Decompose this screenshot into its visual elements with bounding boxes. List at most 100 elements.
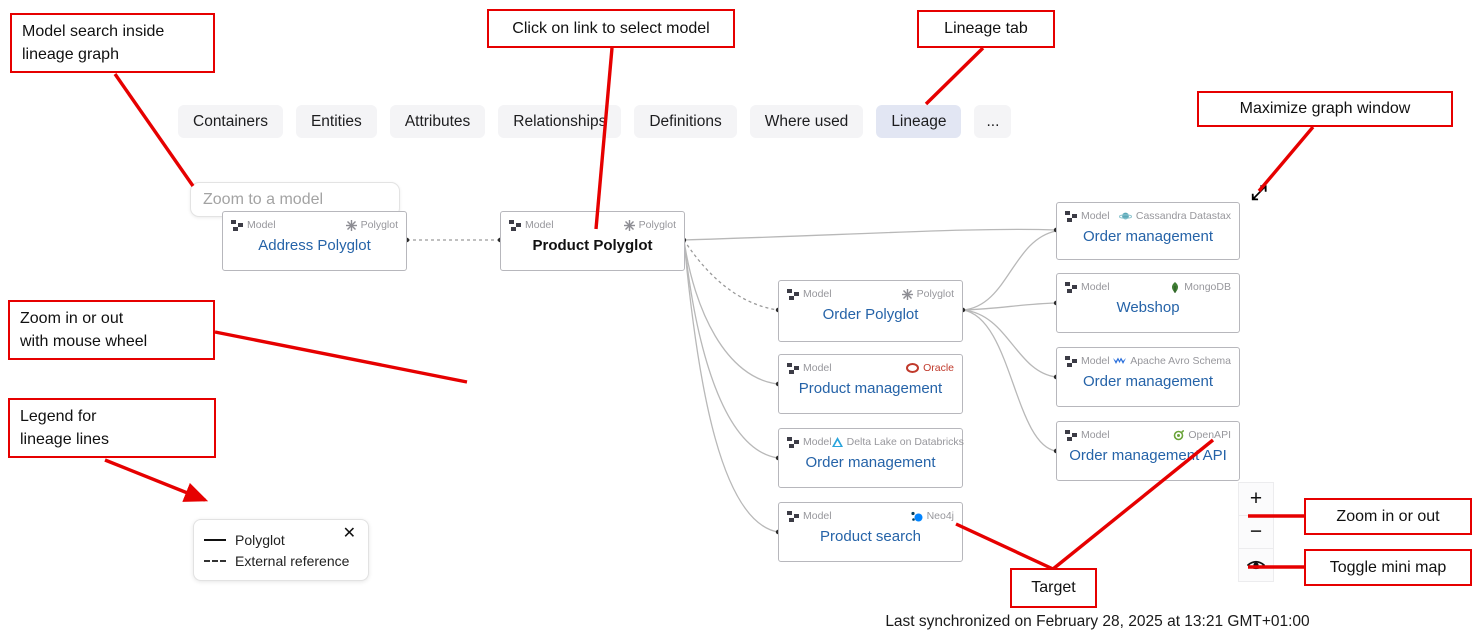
node-webshop-mongodb: Model MongoDB Webshop	[1056, 273, 1240, 333]
tab-containers[interactable]: Containers	[178, 105, 283, 138]
pointer-click-link	[594, 47, 614, 230]
annotation-zoom-in-out: Zoom in or out	[1304, 498, 1472, 535]
model-icon	[231, 219, 243, 231]
openapi-icon	[1174, 429, 1185, 440]
target-badge: Polyglot	[623, 219, 676, 231]
annotation-text: Toggle mini map	[1329, 558, 1447, 576]
target-badge: OpenAPI	[1173, 429, 1231, 441]
target-badge: MongoDB	[1170, 281, 1231, 293]
maximize-graph-button[interactable]: ⤢	[1246, 181, 1272, 205]
neo4j-icon	[910, 511, 923, 521]
dashed-line-swatch	[204, 559, 226, 562]
legend-close-button[interactable]: ✕	[342, 525, 356, 542]
toggle-minimap-button[interactable]	[1238, 548, 1274, 582]
annotation-text: Legend for	[20, 408, 97, 425]
annotation-text: with mouse wheel	[20, 333, 148, 351]
model-link-order-management-avro[interactable]: Order management	[1082, 373, 1214, 390]
eye-icon	[1247, 560, 1265, 570]
annotation-target: Target	[1010, 568, 1097, 608]
target-badge: Polyglot	[901, 288, 954, 300]
model-icon	[509, 219, 521, 231]
model-link-order-management-cassandra[interactable]: Order management	[1082, 228, 1214, 245]
target-badge: Oracle	[906, 362, 954, 374]
annotation-text: Maximize graph window	[1239, 100, 1411, 118]
node-order-management-avro: Model Apache Avro Schema Order managemen…	[1056, 347, 1240, 407]
tab-where-used[interactable]: Where used	[749, 105, 864, 138]
edge-orderpolyglot-to-openapi	[962, 309, 1057, 452]
annotation-text: lineage lines	[20, 431, 109, 449]
model-link-webshop[interactable]: Webshop	[1116, 299, 1180, 316]
target-badge: Apache Avro Schema	[1113, 355, 1231, 367]
model-type-label: Model	[1065, 429, 1110, 441]
node-order-polyglot: Model Polyglot Order Polyglot	[778, 280, 963, 342]
annotation-lineage-tab: Lineage tab	[917, 10, 1055, 48]
delta-lake-icon	[831, 437, 843, 447]
tab-definitions[interactable]: Definitions	[634, 105, 737, 138]
annotation-click-link: Click on link to select model	[487, 9, 735, 48]
node-order-management-delta: Model Delta Lake on Databricks Order man…	[778, 428, 964, 488]
model-icon	[1065, 281, 1077, 293]
node-address-polyglot: Model Polyglot Address Polyglot	[222, 211, 407, 271]
model-icon	[787, 362, 799, 374]
edge-orderpolyglot-to-webshop	[962, 302, 1057, 311]
edge-orderpolyglot-to-avro	[962, 309, 1057, 378]
model-type-label: Model	[787, 362, 832, 374]
edge-product-to-orderpolyglot-external	[683, 239, 779, 311]
zoom-in-button[interactable]: +	[1238, 482, 1274, 516]
lineage-legend: ✕ Polyglot External reference	[193, 519, 369, 581]
legend-label: Polyglot	[235, 531, 285, 548]
legend-label: External reference	[235, 552, 350, 569]
graph-zoom-controls: + −	[1238, 482, 1274, 582]
model-icon	[1065, 429, 1077, 441]
model-type-label: Model	[509, 219, 554, 231]
tab-more[interactable]: ...	[974, 105, 1012, 138]
edge-product-to-productmgmt	[683, 239, 779, 385]
model-link-product-search[interactable]: Product search	[820, 528, 921, 545]
polyglot-icon	[345, 219, 357, 231]
cassandra-icon	[1118, 212, 1132, 220]
model-link-address-polyglot[interactable]: Address Polyglot	[258, 237, 371, 254]
tab-entities[interactable]: Entities	[295, 105, 377, 138]
legend-item-external-reference: External reference	[204, 550, 358, 571]
node-order-management-api: Model OpenAPI Order management API	[1056, 421, 1240, 481]
model-type-label: Model	[1065, 210, 1110, 222]
pointer-legend	[104, 458, 209, 502]
model-link-product-management[interactable]: Product management	[798, 380, 943, 397]
model-type-label: Model	[787, 288, 832, 300]
edge-product-to-productsearch	[683, 239, 779, 533]
node-order-management-cassandra: Model Cassandra Datastax Order managemen…	[1056, 202, 1240, 260]
model-icon	[787, 510, 799, 522]
maximize-icon: ⤢	[1251, 181, 1267, 204]
model-type-label: Model	[231, 219, 276, 231]
zoom-out-button[interactable]: −	[1238, 515, 1274, 549]
pointer-mouse-wheel	[214, 330, 468, 384]
model-icon	[787, 288, 799, 300]
edge-orderpolyglot-to-cassandra	[962, 230, 1057, 311]
model-icon	[1065, 210, 1077, 222]
avro-icon	[1113, 357, 1127, 364]
tab-lineage[interactable]: Lineage	[876, 105, 962, 138]
annotation-text: Zoom in or out	[20, 310, 124, 327]
model-link-order-management-delta[interactable]: Order management	[805, 454, 936, 471]
model-link-order-polyglot[interactable]: Order Polyglot	[822, 306, 919, 323]
tab-attributes[interactable]: Attributes	[389, 105, 486, 138]
model-type-label: Model	[1065, 281, 1110, 293]
mongodb-icon	[1172, 281, 1179, 293]
solid-line-swatch	[204, 538, 226, 541]
annotation-text: Click on link to select model	[512, 19, 710, 37]
model-type-label: Model	[787, 510, 832, 522]
annotation-text: lineage graph	[22, 46, 119, 64]
model-icon	[1065, 355, 1077, 367]
annotation-model-search: Model search inside lineage graph	[10, 13, 215, 74]
model-icon	[787, 436, 799, 448]
annotation-legend: Legend for lineage lines	[8, 398, 216, 459]
target-badge: Cassandra Datastax	[1118, 210, 1231, 222]
target-badge: Neo4j	[910, 510, 954, 522]
annotation-text: Zoom in or out	[1336, 507, 1440, 525]
node-product-polyglot: Model Polyglot Product Polyglot	[500, 211, 685, 271]
last-synchronized-status: Last synchronized on February 28, 2025 a…	[885, 613, 1310, 630]
node-product-management-oracle: Model Oracle Product management	[778, 354, 963, 414]
model-link-order-management-api[interactable]: Order management API	[1069, 447, 1227, 464]
pointer-target-productsearch	[955, 522, 1054, 571]
tab-relationships[interactable]: Relationships	[498, 105, 622, 138]
